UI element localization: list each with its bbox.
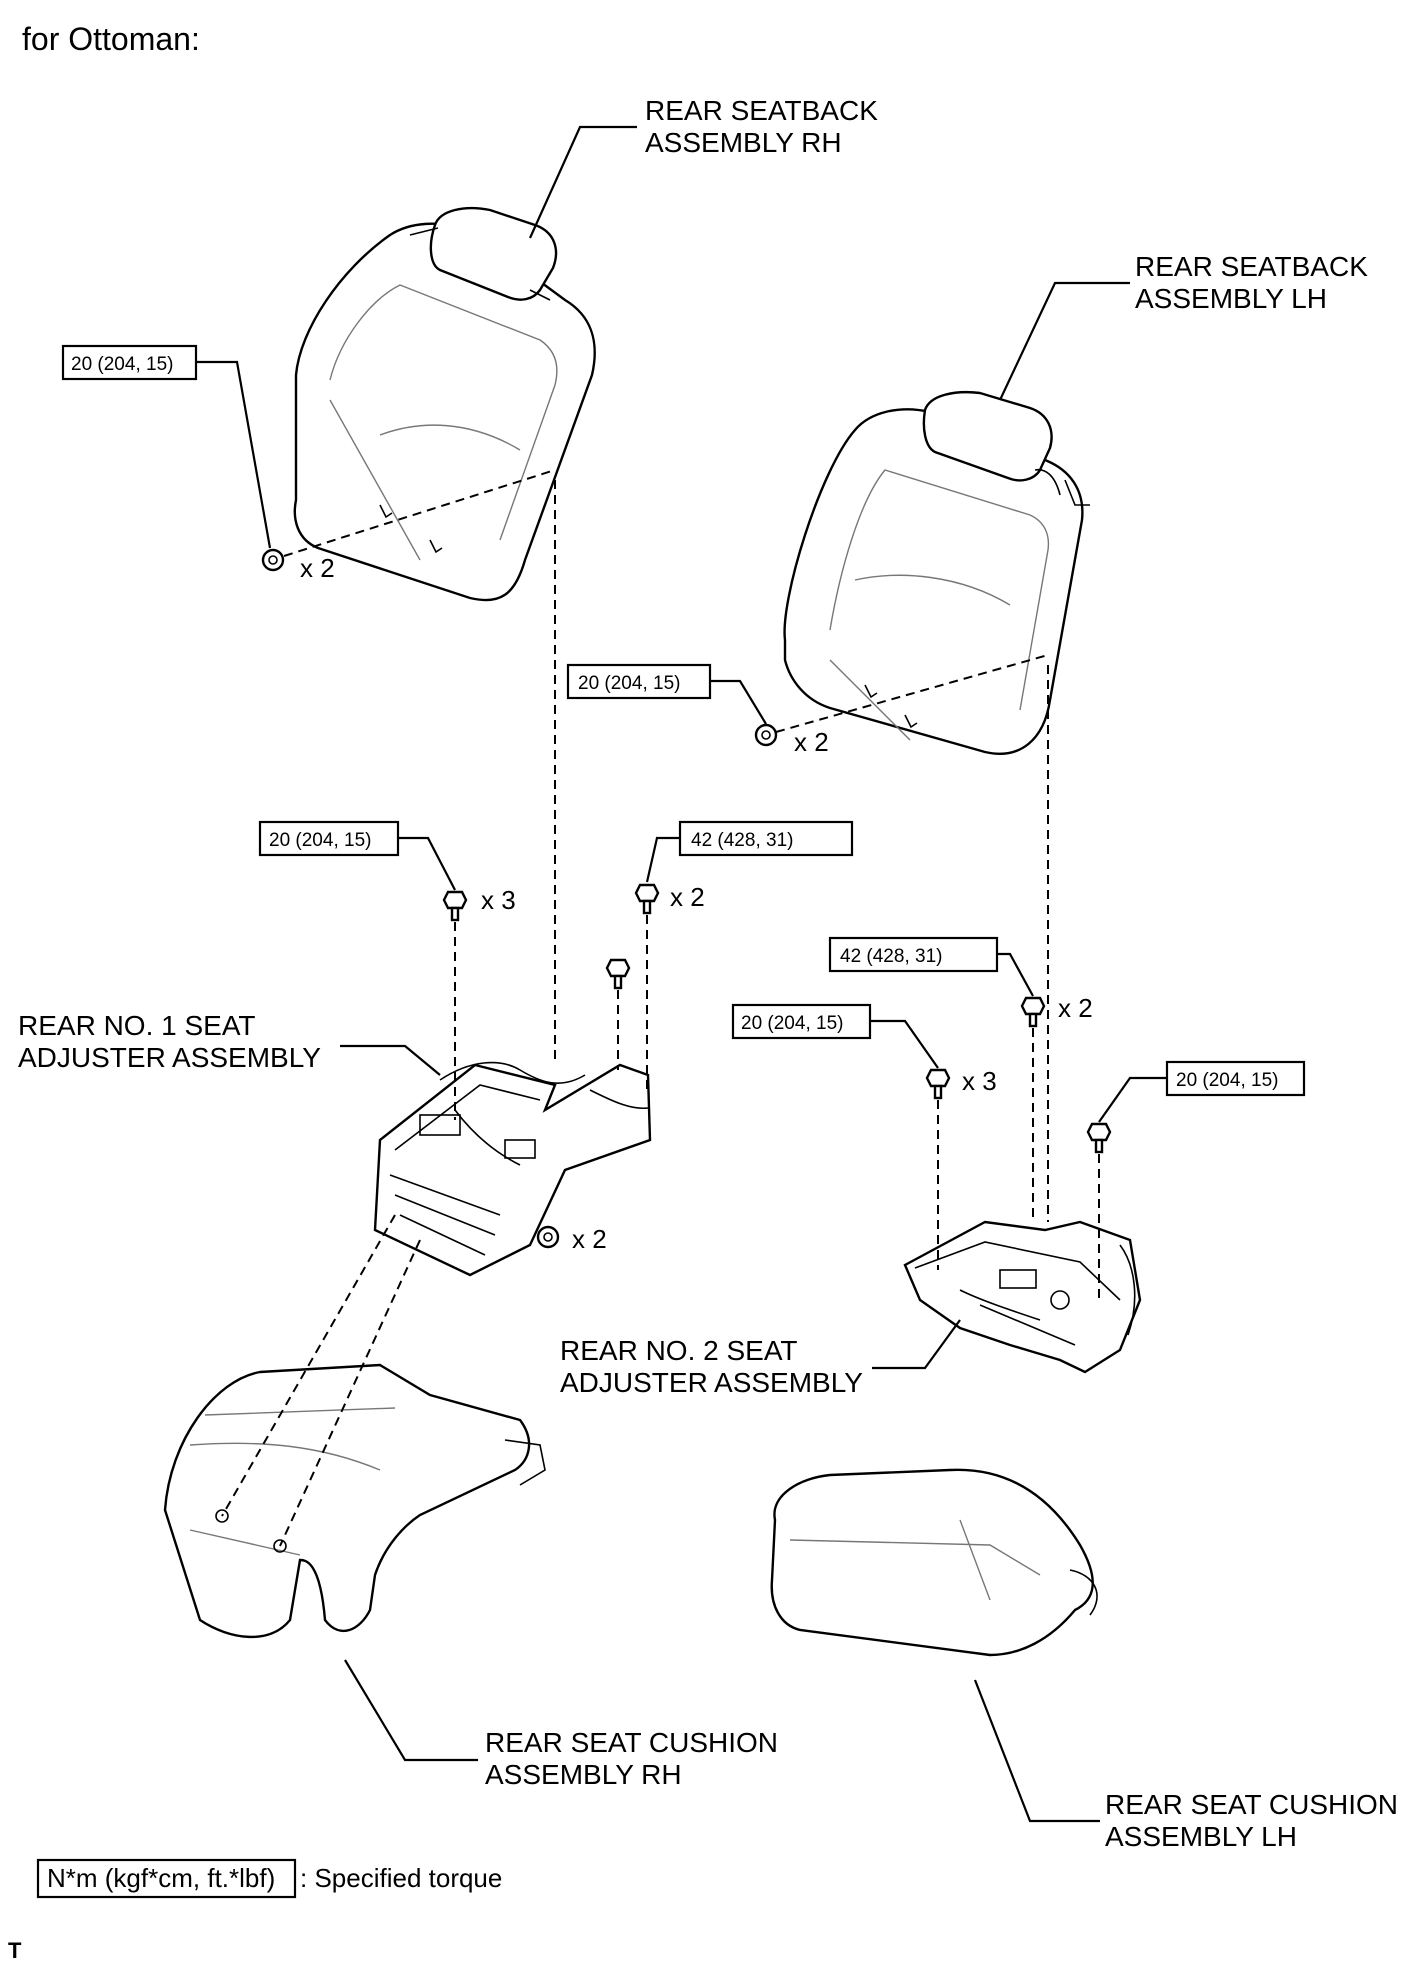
svg-text:REAR SEATBACK: REAR SEATBACK xyxy=(645,95,878,126)
svg-text:42 (428, 31): 42 (428, 31) xyxy=(691,830,793,851)
nut-adjuster1 xyxy=(536,1225,560,1249)
torque-legend: N*m (kgf*cm, ft.*lbf) : Specified torque xyxy=(36,1858,502,1899)
legend-description: : Specified torque xyxy=(300,1863,502,1893)
rear-seatback-rh xyxy=(293,206,596,602)
bolt-adjuster1-a xyxy=(442,890,468,922)
label-rear-no2-seat-adjuster: REAR NO. 2 SEAT ADJUSTER ASSEMBLY xyxy=(560,1319,961,1398)
torque-callout-adjuster2-bolts-b: 20 (204, 15) x 3 xyxy=(731,1003,997,1096)
torque-callout-adjuster1-bolts-b: 42 (428, 31) x 2 xyxy=(645,820,854,912)
label-rear-seatback-rh: REAR SEATBACK ASSEMBLY RH xyxy=(528,95,878,239)
label-rear-seat-cushion-rh: REAR SEAT CUSHION ASSEMBLY RH xyxy=(344,1659,778,1790)
rear-no2-seat-adjuster xyxy=(903,1220,1142,1374)
bolt-adjuster1-c xyxy=(605,958,631,990)
bolt-adjuster2-c xyxy=(1086,1122,1112,1154)
svg-text:ASSEMBLY LH: ASSEMBLY LH xyxy=(1135,283,1327,314)
label-rear-seatback-lh: REAR SEATBACK ASSEMBLY LH xyxy=(999,251,1368,401)
quantity-label: x 2 xyxy=(300,553,335,583)
svg-text:20 (204, 15): 20 (204, 15) xyxy=(71,354,173,375)
rear-seat-cushion-lh xyxy=(770,1468,1098,1657)
svg-text:ADJUSTER ASSEMBLY: ADJUSTER ASSEMBLY xyxy=(560,1367,863,1398)
bolt-adjuster2-b xyxy=(925,1068,951,1100)
quantity-label: x 3 xyxy=(481,885,516,915)
svg-text:ASSEMBLY RH: ASSEMBLY RH xyxy=(485,1759,682,1790)
torque-callout-adjuster1-bolts-a: 20 (204, 15) x 3 xyxy=(258,820,516,915)
svg-text:REAR SEAT CUSHION: REAR SEAT CUSHION xyxy=(485,1727,778,1758)
nut-seatback-lh xyxy=(754,723,778,747)
torque-callout-seatback-lh: 20 (204, 15) x 2 xyxy=(566,663,829,757)
torque-callout-adjuster2-bolt-c: 20 (204, 15) xyxy=(1098,1060,1306,1123)
alignment-lines xyxy=(221,469,1100,1547)
svg-text:REAR NO. 1 SEAT: REAR NO. 1 SEAT xyxy=(18,1010,256,1041)
nut-seatback-rh xyxy=(261,548,285,572)
bolt-adjuster2-a xyxy=(1020,996,1046,1028)
page-heading: for Ottoman: xyxy=(22,21,200,57)
label-rear-seat-cushion-lh: REAR SEAT CUSHION ASSEMBLY LH xyxy=(973,1679,1398,1852)
label-rear-no1-seat-adjuster: REAR NO. 1 SEAT ADJUSTER ASSEMBLY xyxy=(18,1010,441,1076)
rear-seat-cushion-rh xyxy=(163,1363,546,1639)
svg-text:20 (204, 15): 20 (204, 15) xyxy=(741,1013,843,1034)
torque-callout-seatback-rh: 20 (204, 15) x 2 xyxy=(61,344,335,583)
rear-seatback-lh xyxy=(783,391,1090,755)
svg-text:20 (204, 15): 20 (204, 15) xyxy=(578,673,680,694)
svg-text:REAR NO. 2 SEAT: REAR NO. 2 SEAT xyxy=(560,1335,798,1366)
svg-text:20 (204, 15): 20 (204, 15) xyxy=(269,830,371,851)
svg-text:REAR SEATBACK: REAR SEATBACK xyxy=(1135,251,1368,282)
footer-mark: T xyxy=(8,1938,22,1963)
svg-text:42 (428, 31): 42 (428, 31) xyxy=(840,946,942,967)
quantity-label: x 2 xyxy=(670,882,705,912)
svg-text:ADJUSTER ASSEMBLY: ADJUSTER ASSEMBLY xyxy=(18,1042,321,1073)
svg-text:ASSEMBLY LH: ASSEMBLY LH xyxy=(1105,1821,1297,1852)
quantity-label: x 2 xyxy=(1058,993,1093,1023)
torque-callout-adjuster2-bolts-a: 42 (428, 31) x 2 xyxy=(828,936,1093,1023)
quantity-label: x 3 xyxy=(962,1066,997,1096)
svg-text:REAR SEAT CUSHION: REAR SEAT CUSHION xyxy=(1105,1789,1398,1820)
quantity-label: x 2 xyxy=(794,727,829,757)
rear-no1-seat-adjuster xyxy=(373,1061,652,1277)
legend-unit-box: N*m (kgf*cm, ft.*lbf) xyxy=(47,1863,275,1893)
bolt-adjuster1-b xyxy=(634,883,660,915)
svg-text:20 (204, 15): 20 (204, 15) xyxy=(1176,1070,1278,1091)
svg-text:ASSEMBLY RH: ASSEMBLY RH xyxy=(645,127,842,158)
quantity-label-adjuster1-nut: x 2 xyxy=(572,1224,607,1254)
